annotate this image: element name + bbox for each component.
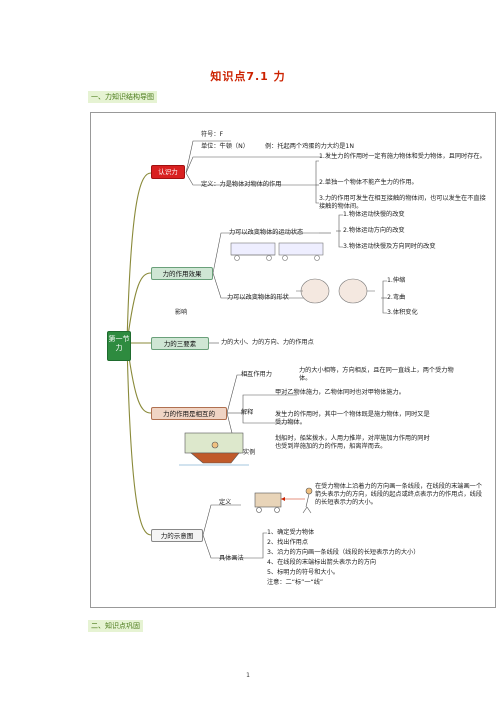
branch-diagram: 力的示意图: [151, 529, 203, 542]
knowledge-point-1: 1.发生力的作用时一定有施力物体和受力物体，且同时存在。: [319, 153, 486, 160]
effect-shape-item-1: 1.伸缩: [387, 277, 406, 284]
knowledge-point-3: 3.力的作用可发生在相互接触的物体间，也可以发生在不直接接触的物体间。: [319, 195, 486, 210]
page-number: 1: [246, 672, 250, 679]
diagram-method-label: 具体画法: [219, 555, 244, 562]
trolley-illustration: [230, 242, 324, 261]
effect-shape-label: 力可以改变物体的形状: [227, 294, 289, 301]
diagram-definition-label: 定义: [219, 499, 232, 506]
boat-illustration: [179, 432, 249, 466]
diagram-step-2: 2、找出作用点: [267, 539, 309, 546]
mutual-example-label: 实例: [243, 449, 256, 456]
diagram-step-3: 3、沿力的方向画一条线段（线段的长短表示力的大小）: [267, 549, 420, 556]
section-heading-consolidation: 二、知识点巩固: [88, 620, 143, 632]
influence-label: 影响: [175, 309, 188, 316]
three-elements-text: 力的大小、力的方向、力的作用点: [221, 339, 314, 346]
branch-mutual: 力的作用是相互的: [151, 407, 227, 420]
mutual-explain-1: 甲对乙物体施力，乙物体同时也对甲物体施力。: [275, 389, 405, 396]
effect-motion-item-3: 3.物体运动快慢及方向同时的改变: [343, 243, 436, 250]
diagram-definition-text: 在受力物体上沿着力的方向画一条线段，在线段的末端画一个箭头表示力的方向，线段的起…: [315, 483, 483, 506]
mutual-explain-2: 发生力的作用时，其中一个物体既是施力物体，同时又是受力物体。: [275, 411, 430, 426]
force-unit: 单位：牛顿（N）: [201, 143, 249, 150]
push-cart-illustration: [254, 487, 313, 514]
effect-shape-item-3: 3.体积变化: [387, 309, 418, 316]
effect-motion-label: 力可以改变物体的运动状态: [229, 229, 304, 236]
effect-motion-item-1: 1.物体运动快慢的改变: [343, 211, 405, 218]
effect-motion-item-2: 2.物体运动方向的改变: [343, 227, 405, 234]
branch-effect: 力的作用效果: [151, 267, 213, 280]
mutual-example-text: 划船时，船桨拨水，人用力推岸，对岸施加力作用的同时也受到岸施加的力的作用，船离岸…: [275, 435, 430, 450]
force-example: 例：托起两个鸡蛋的力大约是1N: [265, 143, 355, 150]
branch-three-elements: 力的三要素: [151, 337, 209, 350]
force-symbol: 符号：F: [201, 131, 224, 138]
page-title: 知识点7.1 力: [210, 70, 286, 83]
knowledge-point-2: 2.单独一个物体不能产生力的作用。: [319, 179, 418, 186]
mutual-explain-label: 解释: [241, 409, 254, 416]
root-node: 第一节 力: [107, 331, 131, 361]
mutual-balance-label: 相互作用力: [241, 371, 272, 378]
diagram-step-4: 4、在线段的末端标出箭头表示力的方向: [267, 559, 377, 566]
diagram-note: 注意：二“标”一“线”: [267, 579, 324, 586]
effect-shape-item-2: 2.弯曲: [387, 294, 406, 301]
diagram-step-1: 1、确定受力物体: [267, 529, 315, 536]
section-heading-structure: 一、力知识结构导图: [88, 91, 157, 103]
spring-ball-illustration: [296, 278, 375, 304]
mutual-balance-text: 力的大小相等，方向相反，且在同一直线上，两个受力物体。: [299, 367, 454, 382]
diagram-step-5: 5、标明力的符号和大小。: [267, 569, 339, 576]
branch-knowledge: 认识力: [151, 165, 185, 179]
force-definition: 定义：力是物体对物体的作用: [201, 181, 282, 188]
mind-map: 第一节 力 认识力 力的作用效果 力的三要素 力的作用是相互的 力的示意图 符号…: [90, 112, 496, 608]
connector-lines: [126, 140, 387, 559]
